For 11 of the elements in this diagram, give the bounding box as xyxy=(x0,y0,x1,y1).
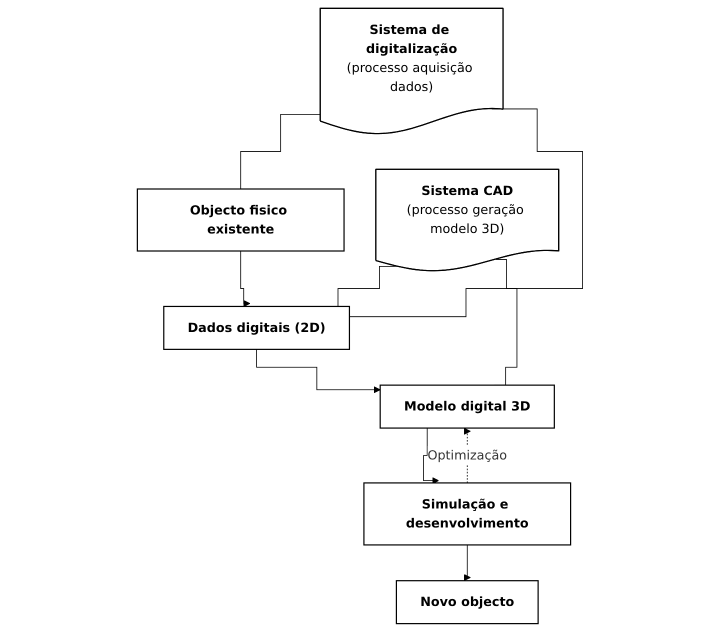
node-box: Novo objecto xyxy=(395,580,538,624)
node-box: Simulação e desenvolvimento xyxy=(362,482,571,546)
arrow xyxy=(463,544,470,582)
connector xyxy=(348,108,582,318)
edge-label: Optimização xyxy=(427,448,507,463)
node-box: Dados digitais (2D) xyxy=(162,306,350,350)
node-box: Modelo digital 3D xyxy=(379,384,554,429)
arrow xyxy=(256,348,380,394)
node-box: Objecto fisico existente xyxy=(136,188,344,252)
arrow xyxy=(240,250,250,307)
connector xyxy=(240,114,321,190)
